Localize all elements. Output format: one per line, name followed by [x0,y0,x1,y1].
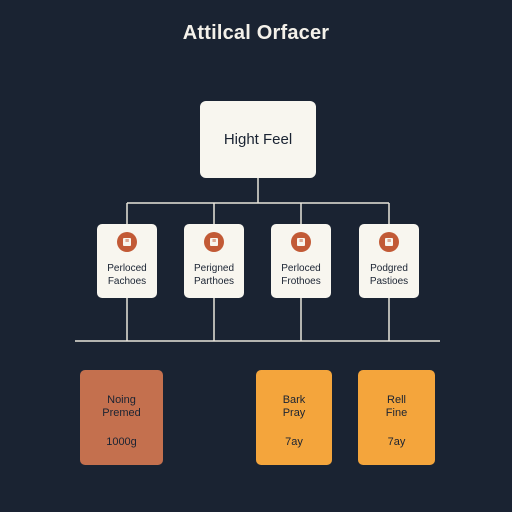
document-icon: ≡ [117,232,137,252]
bottom-box-1-line2: Premed [102,407,141,419]
bottom-box-3-line2: Fine [385,407,408,419]
document-icon: ≡ [291,232,311,252]
bottom-box-3-line1: Rell [387,394,406,406]
bottom-box-2-value: 7ay [285,436,303,448]
card-label-3: Perloced [281,263,321,274]
bottom-box-1-line1: Noing [107,394,136,406]
card-sublabel-1: Fachoes [107,276,147,287]
bottom-box-2[interactable]: Bark Pray 7ay [256,370,332,465]
card-node-1[interactable]: ≡ Perloced Fachoes [97,224,157,298]
bottom-box-1-value: 1000g [106,436,137,448]
document-icon: ≡ [204,232,224,252]
diagram-title: Attilcal Orfacer [182,22,330,44]
card-sublabel-4: Pastioes [369,276,409,287]
bottom-box-1[interactable]: Noing Premed 1000g [80,370,163,465]
root-node[interactable]: Hight Feel [200,101,316,178]
card-label-2: Perigned [193,263,235,274]
bottom-box-3-value: 7ay [387,436,406,448]
bottom-box-2-line1: Bark [282,394,306,406]
card-node-4[interactable]: ≡ Podgred Pastioes [359,224,419,298]
bottom-box-3[interactable]: Rell Fine 7ay [358,370,435,465]
root-node-label: Hight Feel [223,131,293,148]
card-sublabel-2: Parthoes [193,276,235,287]
card-label-4: Podgred [370,263,408,274]
card-label-1: Perloced [107,263,147,274]
bottom-box-2-line2: Pray [282,407,306,419]
card-node-3[interactable]: ≡ Perloced Frothoes [271,224,331,298]
card-node-2[interactable]: ≡ Perigned Parthoes [184,224,244,298]
document-icon: ≡ [379,232,399,252]
card-sublabel-3: Frothoes [281,276,321,287]
